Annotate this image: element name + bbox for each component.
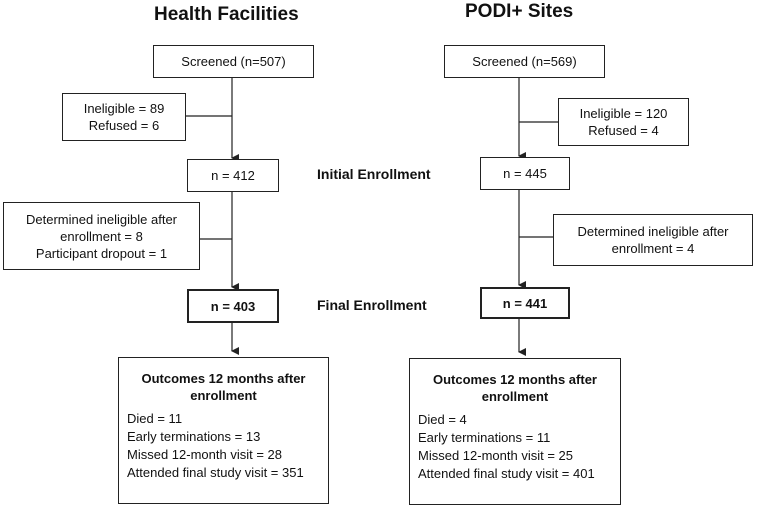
left-outcome-missed-visit: Missed 12-month visit = 28 — [127, 447, 282, 462]
left-exclusion2-line3: Participant dropout = 1 — [35, 245, 168, 261]
right-final-box: n = 441 — [480, 287, 570, 319]
left-outcome-died: Died = 11 — [127, 411, 183, 426]
left-ineligible-text: Ineligible = 89 — [83, 101, 165, 116]
left-outcomes-list: Died = 11 Early terminations = 13 Missed… — [119, 410, 328, 482]
left-exclusion1-box: Ineligible = 89 Refused = 6 — [62, 93, 186, 141]
left-column-heading: Health Facilities — [154, 4, 299, 25]
left-outcomes-title-line2: enrollment — [190, 388, 257, 403]
right-column-heading: PODI+ Sites — [465, 1, 574, 22]
left-screened-text: Screened (n=507) — [181, 54, 286, 69]
right-screened-text: Screened (n=569) — [472, 54, 577, 69]
right-exclusion1-box: Ineligible = 120 Refused = 4 — [558, 98, 689, 146]
left-outcome-early-terminations: Early terminations = 13 — [127, 429, 261, 444]
right-exclusion2-box: Determined ineligible after enrollment =… — [553, 214, 753, 266]
right-outcome-attended: Attended final study visit = 401 — [418, 466, 595, 481]
left-outcomes-box: Outcomes 12 months after enrollment Died… — [118, 357, 329, 504]
right-outcome-early-terminations: Early terminations = 11 — [418, 430, 551, 445]
left-final-text: n = 403 — [210, 298, 256, 314]
left-final-box: n = 403 — [187, 289, 279, 323]
left-initial-box: n = 412 — [187, 159, 279, 192]
right-outcomes-box: Outcomes 12 months after enrollment Died… — [409, 358, 621, 505]
right-exclusion2-line1: Determined ineligible after — [577, 224, 729, 239]
right-refused-text: Refused = 4 — [588, 123, 659, 138]
right-outcomes-title-line1: Outcomes 12 months after — [433, 372, 597, 387]
right-outcomes-title: Outcomes 12 months after enrollment — [410, 371, 620, 405]
left-exclusion2-line1: Determined ineligible after — [25, 211, 178, 227]
left-exclusion2-box: Determined ineligible after enrollment =… — [3, 202, 200, 270]
final-enrollment-label: Final Enrollment — [317, 297, 427, 313]
left-initial-text: n = 412 — [211, 168, 255, 183]
right-final-text: n = 441 — [502, 295, 548, 311]
right-outcome-missed-visit: Missed 12-month visit = 25 — [418, 448, 573, 463]
left-outcomes-title-line1: Outcomes 12 months after — [141, 371, 306, 386]
right-screened-box: Screened (n=569) — [444, 45, 605, 78]
left-outcome-attended: Attended final study visit = 351 — [127, 465, 304, 480]
right-outcome-died: Died = 4 — [418, 412, 467, 427]
right-exclusion2-line2: enrollment = 4 — [611, 241, 695, 256]
right-outcomes-list: Died = 4 Early terminations = 11 Missed … — [410, 411, 620, 483]
left-refused-text: Refused = 6 — [88, 118, 160, 133]
right-initial-box: n = 445 — [480, 157, 570, 190]
right-outcomes-title-line2: enrollment — [481, 389, 549, 404]
left-exclusion2-line2: enrollment = 8 — [60, 228, 143, 244]
left-screened-box: Screened (n=507) — [153, 45, 314, 78]
left-outcomes-title: Outcomes 12 months after enrollment — [119, 370, 328, 404]
right-ineligible-text: Ineligible = 120 — [579, 106, 668, 121]
initial-enrollment-label: Initial Enrollment — [317, 166, 431, 182]
right-initial-text: n = 445 — [503, 166, 547, 181]
